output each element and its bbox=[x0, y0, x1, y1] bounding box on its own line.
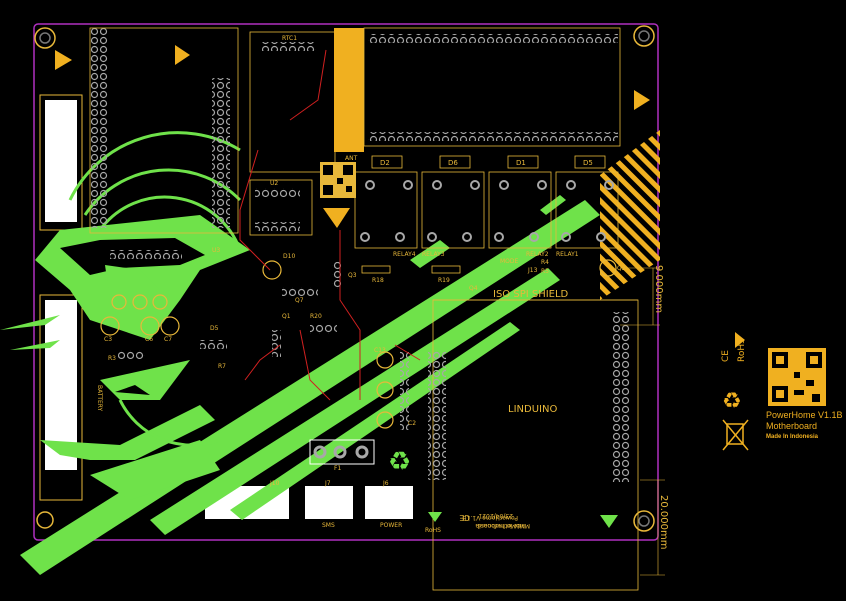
battery-label: BATTERY bbox=[96, 385, 103, 412]
back-made-in: Made in Indonesia bbox=[475, 522, 530, 529]
power-label: POWER bbox=[380, 522, 402, 529]
dimension-lines bbox=[620, 267, 665, 576]
relay3-label: RELAY3 bbox=[422, 251, 445, 258]
terminal-block-3 bbox=[365, 486, 413, 519]
header-left-2 bbox=[212, 78, 230, 228]
recycle-icon: ♻ bbox=[722, 389, 742, 414]
mid-headers bbox=[110, 250, 409, 430]
r18-label: R18 bbox=[372, 277, 384, 284]
compliance-icons: RoHS CE ♻ bbox=[721, 332, 749, 451]
green-artwork bbox=[0, 195, 600, 575]
ant-label: ANT bbox=[345, 155, 358, 162]
hazard-stripes bbox=[600, 130, 660, 300]
d10-label: D10 bbox=[283, 253, 295, 260]
back-motherboard: MoMotherboard bbox=[477, 522, 525, 529]
dim-20mm: 20.000mm bbox=[658, 495, 669, 549]
j13-label: J13 bbox=[527, 267, 538, 274]
d6-label: D6 bbox=[448, 159, 458, 167]
r20-label: R20 bbox=[310, 313, 322, 320]
c7-label: C7 bbox=[164, 336, 172, 343]
j10-label: J10 bbox=[269, 480, 280, 487]
product-sub: Motherboard bbox=[766, 421, 817, 431]
shield-header-left bbox=[428, 350, 446, 480]
r7-label: R7 bbox=[218, 363, 226, 370]
relay1-label: RELAY1 bbox=[556, 251, 579, 258]
back-date: 23/04/2021 bbox=[478, 512, 513, 519]
sms-label: SMS bbox=[322, 522, 335, 529]
esd-icon bbox=[735, 332, 745, 348]
rtc-label: RTC1 bbox=[282, 35, 297, 42]
r19-label: R19 bbox=[438, 277, 450, 284]
j7-label: J7 bbox=[324, 480, 331, 487]
j6-label: J6 bbox=[382, 480, 389, 487]
qr-code-board bbox=[320, 162, 356, 198]
relay2-label: RELAY2 bbox=[526, 251, 549, 258]
q2-label: Q2 bbox=[617, 265, 626, 272]
d5-label: D5 bbox=[583, 159, 593, 167]
qr-code-panel bbox=[768, 348, 826, 406]
back-ce: CE bbox=[459, 513, 470, 522]
product-origin: Made In Indonesia bbox=[766, 434, 819, 440]
linduino-label: LINDUINO bbox=[508, 404, 557, 415]
logo-small bbox=[323, 208, 350, 228]
ce-mark: CE bbox=[721, 350, 731, 362]
traces bbox=[239, 49, 421, 401]
capacitors bbox=[100, 259, 617, 429]
q7-label: Q7 bbox=[295, 297, 304, 304]
module-header-top bbox=[368, 34, 618, 43]
c3-label: C3 bbox=[104, 336, 112, 343]
mode-label: MODE bbox=[500, 258, 519, 265]
q4-label: Q4 bbox=[469, 285, 478, 292]
connector-block-top-left bbox=[45, 100, 77, 222]
logo-back bbox=[600, 515, 618, 528]
terminal-block-2 bbox=[305, 486, 353, 519]
q3-label: Q3 bbox=[348, 272, 357, 279]
fuse-label: F1 bbox=[334, 465, 341, 472]
r4-label: R4 bbox=[541, 259, 549, 266]
antenna-pad bbox=[334, 28, 364, 152]
c13-label: C13 bbox=[374, 347, 386, 354]
u2-label: U2 bbox=[270, 180, 278, 187]
d5b-label: D5 bbox=[210, 325, 219, 332]
module-header-bottom bbox=[368, 132, 618, 141]
q1-label: Q1 bbox=[282, 313, 291, 320]
d2-label: D2 bbox=[380, 159, 390, 167]
product-name: PowerHome V1.1B bbox=[766, 410, 843, 420]
d1-label: D1 bbox=[516, 159, 526, 167]
u3-label: U3 bbox=[212, 247, 220, 254]
fuse-pads bbox=[309, 439, 375, 465]
weee-bin-icon bbox=[722, 419, 749, 451]
c2-label: C2 bbox=[408, 420, 416, 427]
c6-label: C6 bbox=[145, 336, 153, 343]
mounting-holes bbox=[34, 25, 655, 532]
relays bbox=[354, 171, 619, 249]
recycle-icon-board: ♻ bbox=[388, 447, 411, 477]
header-left-1 bbox=[90, 28, 108, 228]
back-version: PowerHome V1.1B bbox=[462, 514, 518, 521]
relay4-label: RELAY4 bbox=[393, 251, 416, 258]
arrow-markers bbox=[55, 45, 650, 110]
iso-spi-shield-label: ISO SPI SHIELD bbox=[493, 289, 569, 300]
rohs-mark: RoHS bbox=[737, 338, 747, 362]
board-outline bbox=[33, 23, 659, 541]
dim-9mm: 9.000mm bbox=[653, 265, 664, 313]
r3-label: R3 bbox=[108, 355, 116, 362]
back-rohs: RoHS bbox=[425, 527, 441, 534]
shield-header-right bbox=[612, 312, 630, 482]
r5-label: R5 bbox=[541, 268, 549, 275]
